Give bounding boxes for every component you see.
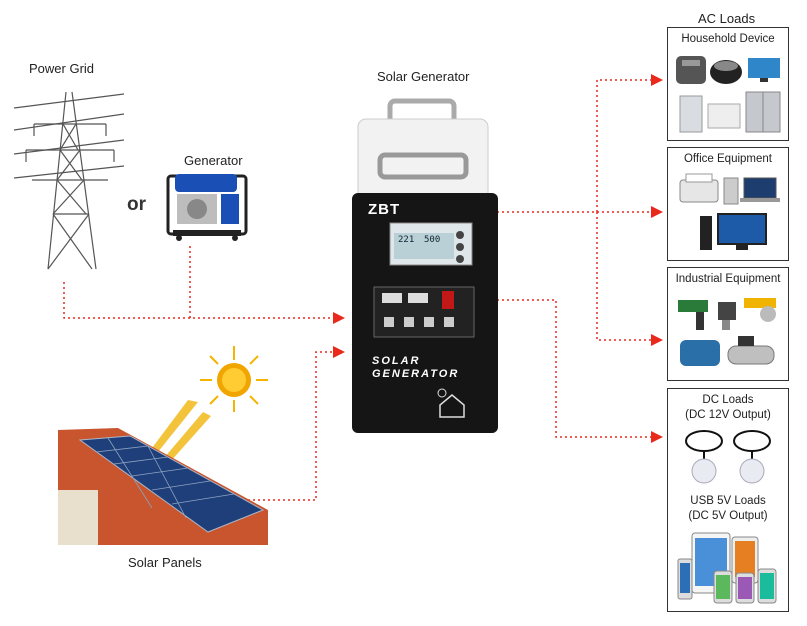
office-equipment-title: Office Equipment: [683, 153, 772, 165]
ac-loads-label: AC Loads: [698, 11, 756, 26]
display-left-value: 221: [398, 235, 415, 245]
household-appliances-icon: [676, 56, 781, 133]
power-tower-icon: [14, 91, 124, 270]
industrial-connector: [596, 212, 663, 346]
grid-connector: [63, 282, 345, 324]
product-name-line1: SOLAR: [372, 355, 421, 367]
sun-icon: [200, 346, 268, 412]
gas-generator-icon: [166, 174, 248, 241]
dc-bulbs-icon: [685, 430, 771, 484]
display-right-value: 500: [424, 235, 441, 245]
power-grid-label: Power Grid: [29, 61, 95, 76]
usb-loads-title: USB 5V Loads: [690, 495, 766, 507]
dc-loads-box: DC Loads (DC 12V Output) USB 5V Loads (D…: [667, 388, 789, 612]
household-device-title: Household Device: [681, 33, 775, 45]
household-connector: [596, 74, 663, 212]
solar-generator-label: Solar Generator: [377, 69, 470, 84]
industrial-equipment-box: Industrial Equipment: [667, 267, 789, 381]
generator-label: Generator: [184, 153, 243, 168]
solar-generator-device: [352, 98, 498, 433]
solar-panels-label: Solar Panels: [128, 555, 202, 570]
device-brand: ZBT: [368, 201, 401, 218]
household-device-box: Household Device: [667, 27, 789, 141]
product-name-line2: GENERATOR: [372, 368, 460, 380]
dc-connector: [497, 299, 663, 443]
dc-loads-subtitle: (DC 12V Output): [685, 409, 771, 421]
solar-connector: [238, 346, 345, 501]
usb-devices-icon: [677, 532, 777, 604]
industrial-equipment-title: Industrial Equipment: [675, 273, 781, 285]
dc-loads-title: DC Loads: [702, 394, 754, 406]
office-equipment-icon: [679, 173, 780, 250]
or-label: or: [127, 194, 146, 215]
industrial-tools-icon: [678, 298, 776, 366]
usb-loads-subtitle: (DC 5V Output): [688, 510, 768, 522]
office-equipment-box: Office Equipment: [667, 147, 789, 261]
solar-panel-house-illustration: [58, 346, 268, 545]
